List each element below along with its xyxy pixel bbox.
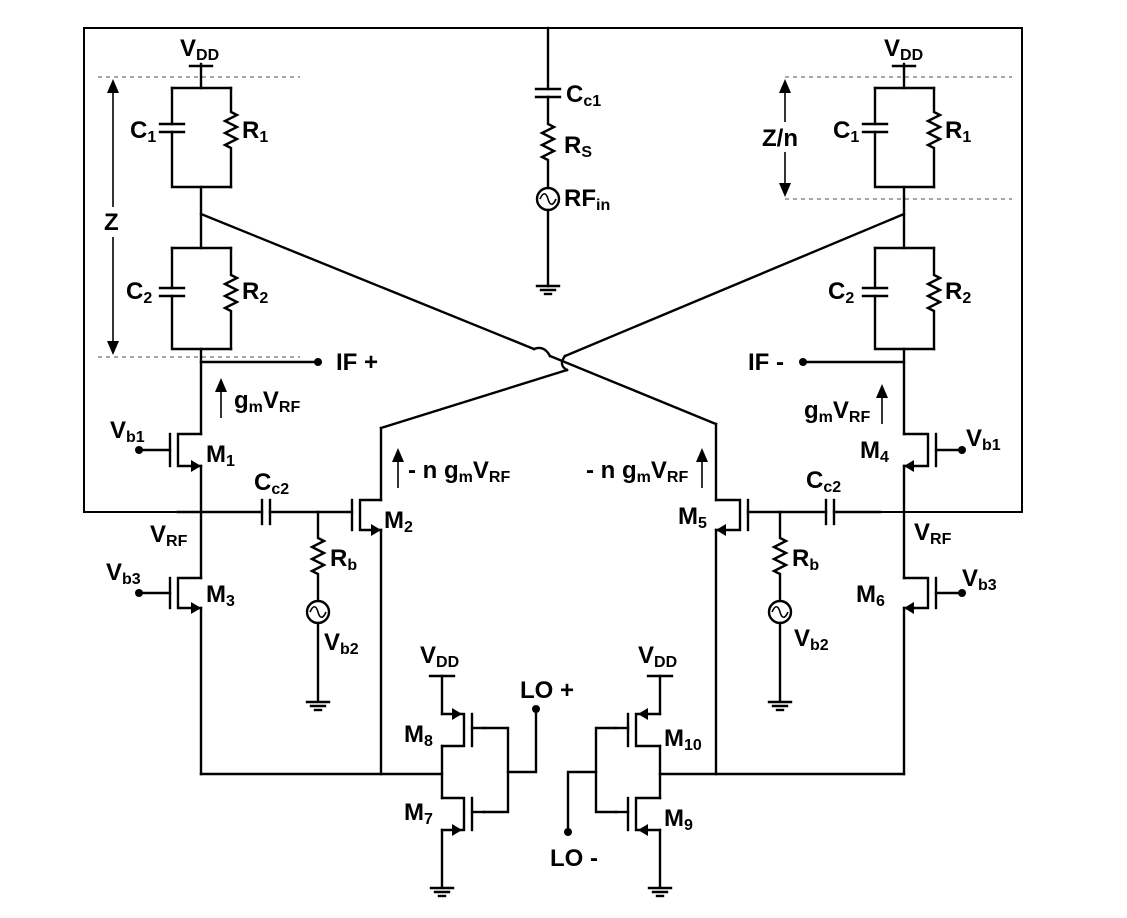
vdd-label-m8: VDD bbox=[420, 642, 459, 671]
r2-right-label: R2 bbox=[945, 278, 971, 307]
m6-label: M6 bbox=[856, 581, 885, 610]
cross-coupled-wires bbox=[199, 212, 906, 502]
gm-vrf-left-label: gmVRF bbox=[234, 387, 300, 416]
vb3-left-label: Vb3 bbox=[106, 559, 141, 588]
vb2-right-label: Vb2 bbox=[794, 625, 829, 654]
if-plus-label: IF + bbox=[336, 349, 378, 376]
vdd-label-top-left: VDD bbox=[180, 35, 219, 64]
m2-label: M2 bbox=[384, 507, 413, 536]
right-transistor-stack bbox=[658, 432, 966, 776]
vb1-left-label: Vb1 bbox=[110, 417, 145, 446]
z-over-n-label: Z/n bbox=[762, 125, 798, 152]
neg-n-gm-vrf-right-label: - n gmVRF bbox=[586, 457, 688, 486]
c2-right-label: C2 bbox=[828, 278, 854, 307]
current-arrows bbox=[215, 378, 888, 488]
right-load-network bbox=[799, 62, 943, 436]
rs-label: RS bbox=[564, 132, 592, 161]
m7-label: M7 bbox=[404, 799, 433, 828]
m1-label: M1 bbox=[206, 441, 235, 470]
z-label: Z bbox=[104, 209, 119, 236]
rb-left-label: Rb bbox=[330, 545, 357, 574]
core-boundary-frame bbox=[83, 27, 1023, 513]
m10-label: M10 bbox=[664, 725, 702, 754]
cc2-right-label: Cc2 bbox=[806, 467, 841, 496]
if-minus-label: IF - bbox=[748, 349, 784, 376]
neg-n-gm-vrf-left-label: - n gmVRF bbox=[408, 457, 510, 486]
lo-minus-label: LO - bbox=[550, 845, 598, 872]
vdd-label-top-right: VDD bbox=[884, 35, 923, 64]
left-transistor-stack bbox=[135, 432, 444, 776]
m4-label: M4 bbox=[860, 437, 889, 466]
lo-plus-inverter bbox=[428, 674, 540, 898]
c1-right-label: C1 bbox=[833, 117, 859, 146]
lo-plus-label: LO + bbox=[520, 677, 574, 704]
left-load-network bbox=[158, 62, 322, 436]
impedance-guides bbox=[98, 76, 1012, 358]
rf-source-branch bbox=[534, 26, 562, 296]
m8-label: M8 bbox=[404, 721, 433, 750]
m3-label: M3 bbox=[206, 581, 235, 610]
r2-left-label: R2 bbox=[242, 278, 268, 307]
m9-label: M9 bbox=[664, 805, 693, 834]
vrf-right-label: VRF bbox=[914, 519, 952, 548]
c2-left-label: C2 bbox=[126, 278, 152, 307]
vdd-label-m10: VDD bbox=[638, 642, 677, 671]
rf-in-label: RFin bbox=[564, 185, 610, 214]
lo-minus-inverter bbox=[564, 674, 674, 898]
zn-dimension-arrow bbox=[770, 79, 800, 197]
cc2-left-label: Cc2 bbox=[254, 469, 289, 498]
vb3-right-label: Vb3 bbox=[962, 565, 997, 594]
cc1-label: Cc1 bbox=[566, 81, 601, 110]
vrf-left-label: VRF bbox=[150, 521, 188, 550]
c1-left-label: C1 bbox=[130, 117, 156, 146]
m5-label: M5 bbox=[678, 503, 707, 532]
vb2-left-label: Vb2 bbox=[324, 629, 359, 658]
z-dimension-arrow bbox=[100, 79, 126, 355]
r1-right-label: R1 bbox=[945, 117, 971, 146]
r1-left-label: R1 bbox=[242, 117, 268, 146]
vb1-right-label: Vb1 bbox=[966, 425, 1001, 454]
gm-vrf-right-label: gmVRF bbox=[804, 397, 870, 426]
rb-right-label: Rb bbox=[792, 545, 819, 574]
